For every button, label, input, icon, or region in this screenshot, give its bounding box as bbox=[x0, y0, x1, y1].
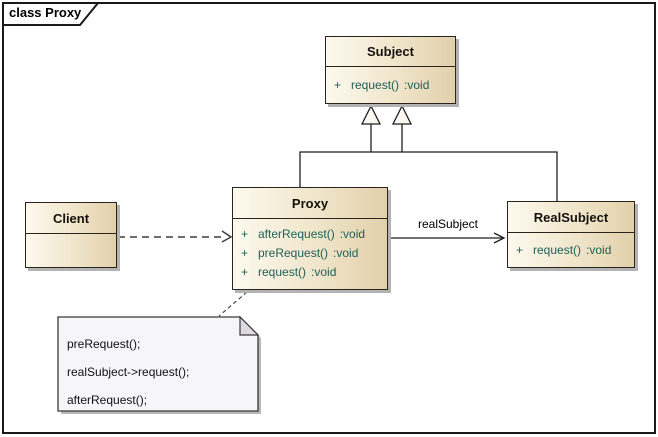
class-name: Client bbox=[26, 203, 116, 234]
visibility-marker: + bbox=[334, 77, 342, 92]
method-signature: preRequest() bbox=[258, 245, 329, 260]
method-return-type: :void bbox=[339, 226, 366, 241]
frame-label: class Proxy bbox=[9, 5, 82, 20]
visibility-marker: + bbox=[516, 242, 524, 257]
visibility-marker: + bbox=[241, 264, 249, 279]
association-role-label: realSubject bbox=[417, 217, 479, 231]
generalization-triangle-icon bbox=[391, 104, 413, 125]
visibility-marker: + bbox=[241, 226, 249, 241]
note-anchor-connector bbox=[218, 291, 248, 317]
method-return-type: :void bbox=[333, 245, 359, 260]
class-box-client[interactable]: Client bbox=[25, 202, 117, 268]
method-item: + preRequest() :void bbox=[241, 243, 387, 262]
class-name: Subject bbox=[326, 37, 455, 67]
method-item: + request() :void bbox=[241, 262, 387, 281]
method-return-type: :void bbox=[586, 242, 612, 257]
methods-compartment: + request() :void bbox=[508, 233, 634, 259]
note: preRequest(); realSubject->request(); af… bbox=[58, 317, 263, 420]
frame-tab bbox=[2, 2, 101, 26]
method-return-type: :void bbox=[404, 77, 430, 92]
note-shape[interactable] bbox=[57, 316, 259, 412]
method-signature: request() bbox=[351, 77, 400, 92]
generalization-triangle-icon bbox=[360, 104, 382, 125]
note-line: realSubject->request(); bbox=[67, 365, 190, 379]
methods-compartment: + request() :void bbox=[326, 67, 455, 94]
method-item: + request() :void bbox=[334, 75, 455, 94]
class-name: Proxy bbox=[233, 188, 387, 219]
methods-compartment-empty bbox=[26, 234, 116, 239]
class-box-proxy[interactable]: Proxy + afterRequest() :void + preReques… bbox=[232, 187, 388, 290]
note-line: afterRequest(); bbox=[67, 393, 148, 407]
method-return-type: :void bbox=[311, 264, 337, 279]
method-signature: afterRequest() bbox=[258, 226, 335, 241]
method-signature: request() bbox=[258, 264, 307, 279]
generalization-connector[interactable] bbox=[299, 151, 558, 201]
methods-compartment: + afterRequest() :void + preRequest() :v… bbox=[233, 219, 387, 281]
open-arrowhead-icon bbox=[221, 230, 233, 243]
method-item: + afterRequest() :void bbox=[241, 224, 387, 243]
note-line: preRequest(); bbox=[67, 337, 141, 351]
class-box-subject[interactable]: Subject + request() :void bbox=[325, 36, 456, 104]
method-signature: request() bbox=[533, 242, 582, 257]
open-arrowhead-icon bbox=[493, 232, 506, 244]
class-box-realsubject[interactable]: RealSubject + request() :void bbox=[507, 201, 635, 268]
class-name: RealSubject bbox=[508, 202, 634, 233]
note-fold-icon bbox=[239, 315, 260, 336]
visibility-marker: + bbox=[241, 245, 249, 260]
method-item: + request() :void bbox=[516, 240, 634, 259]
